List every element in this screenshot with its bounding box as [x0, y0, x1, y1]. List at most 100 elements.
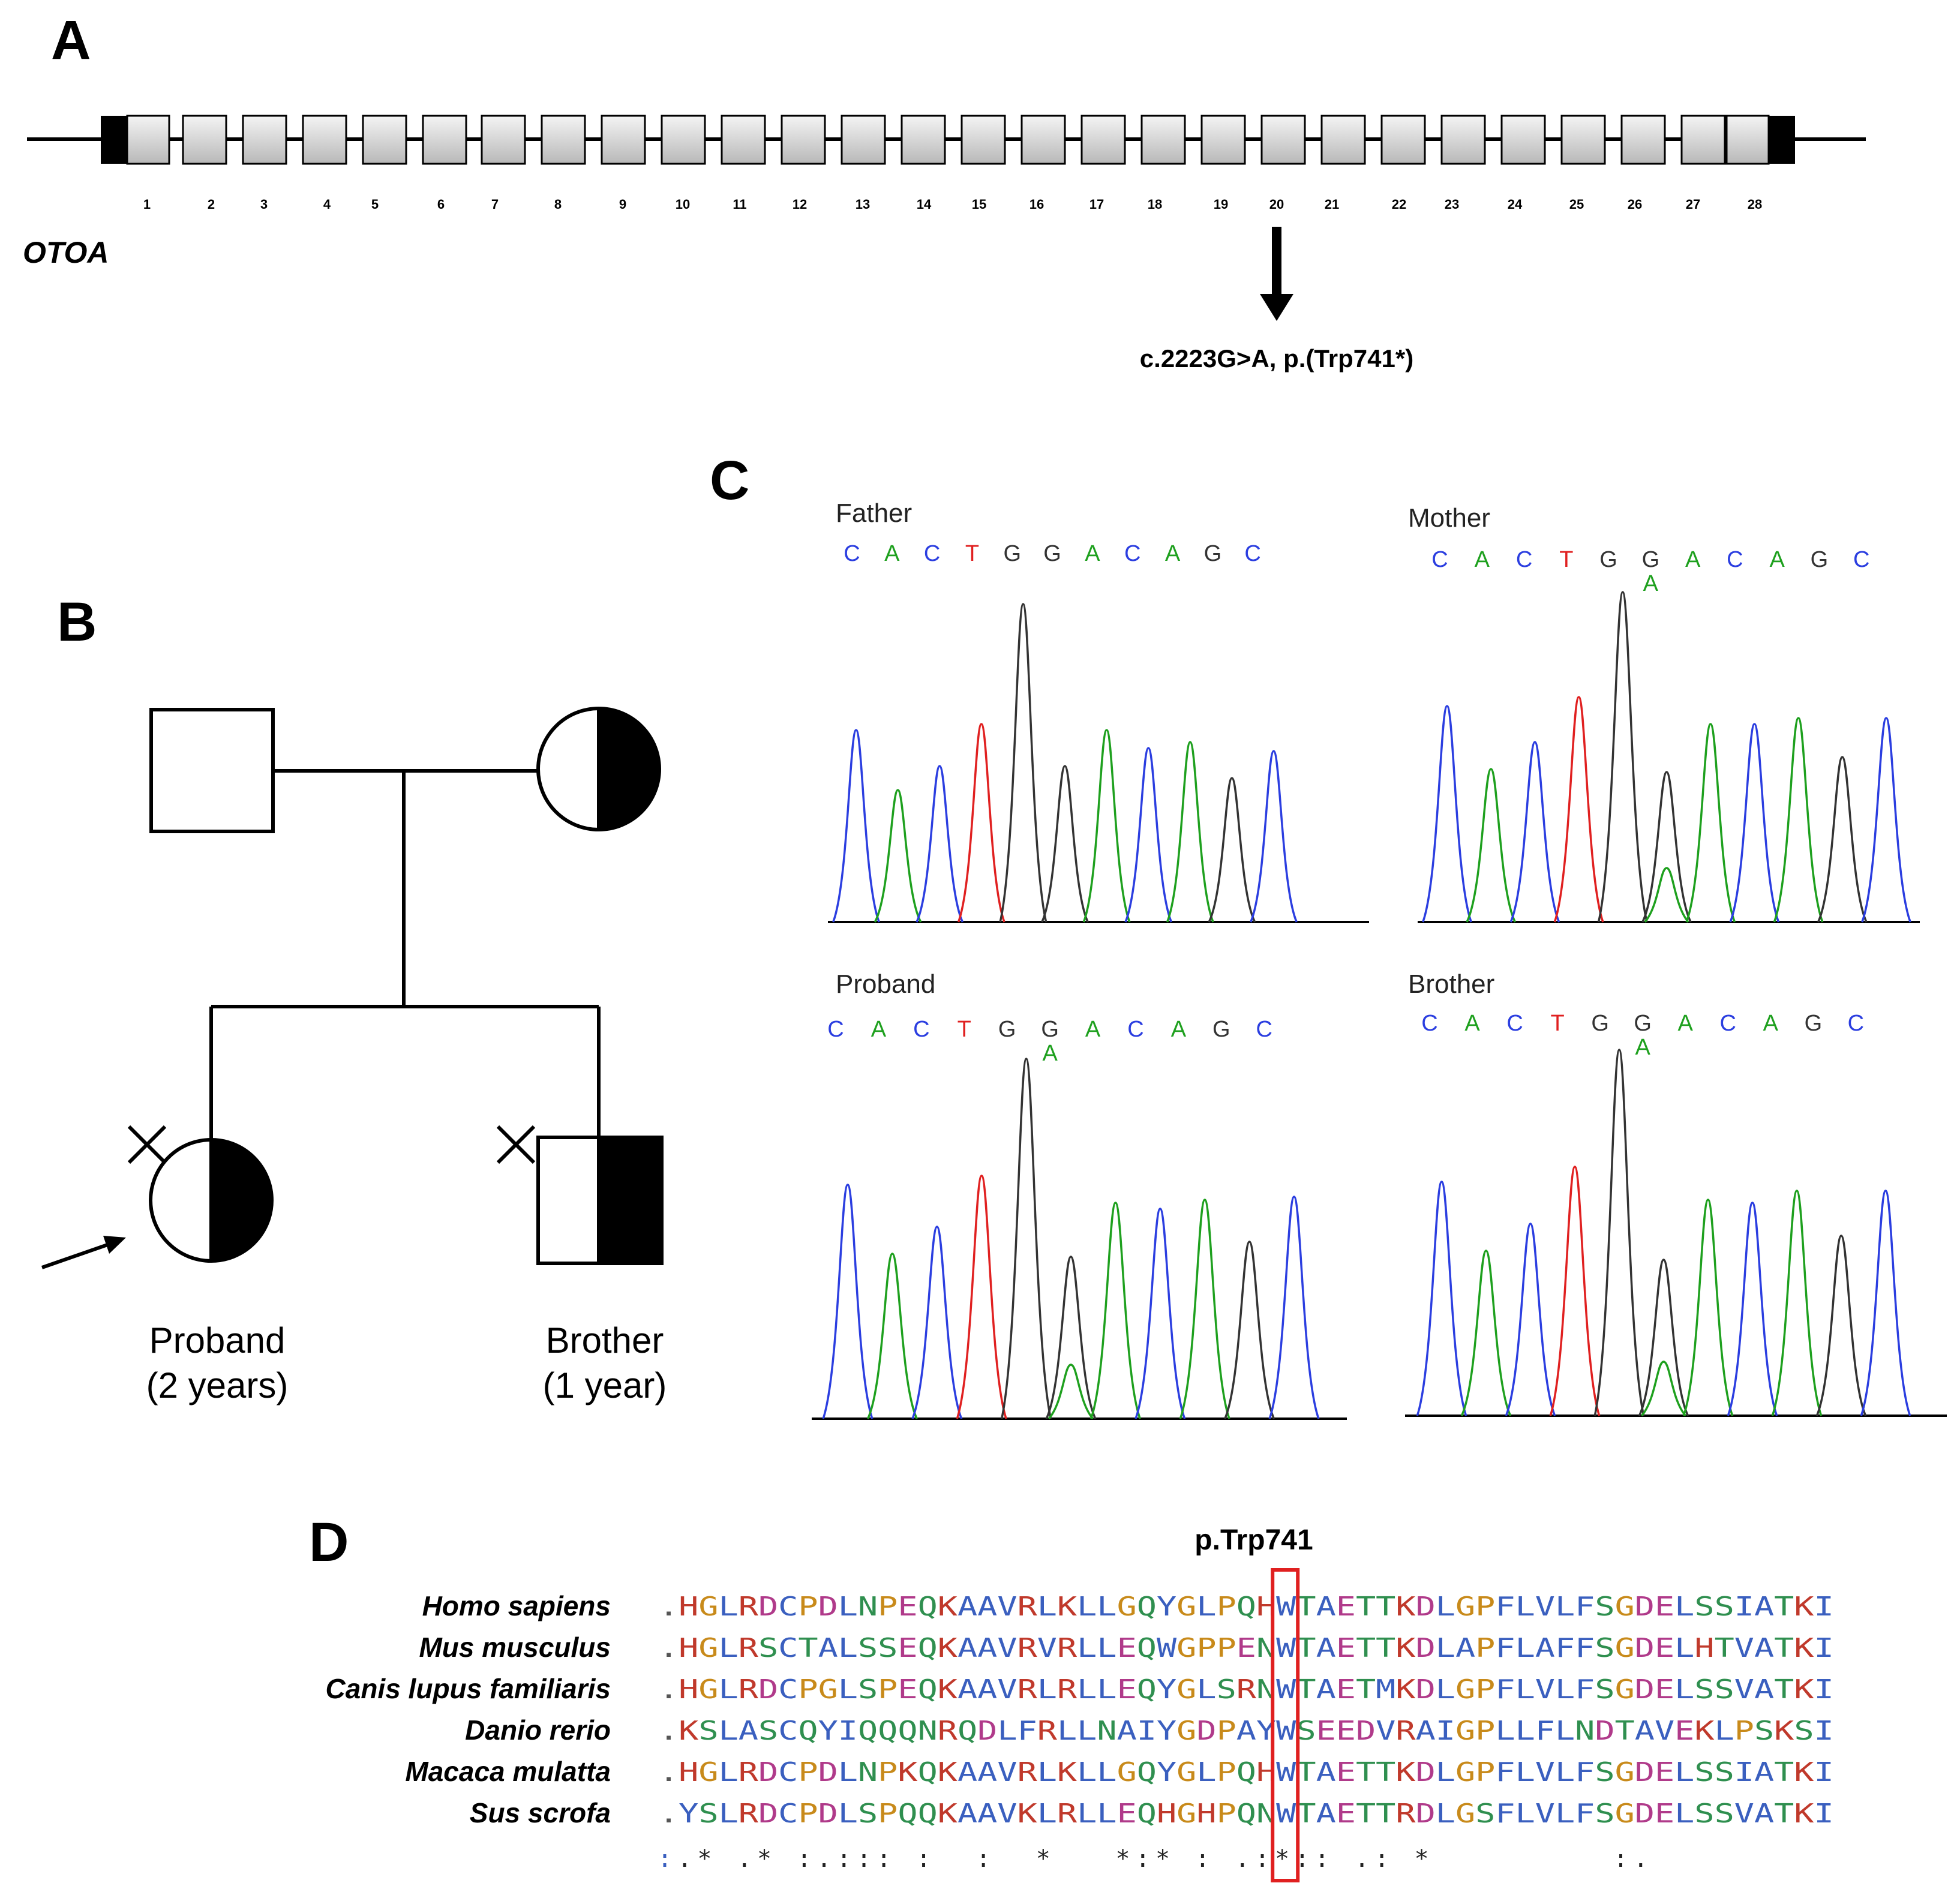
- exon-number: 25: [1569, 197, 1584, 212]
- exon-number: 24: [1508, 197, 1523, 212]
- peak-G: [1000, 1058, 1052, 1419]
- consensus-symbol: :: [1315, 1845, 1329, 1873]
- exon-box: [481, 115, 526, 165]
- exon-box: [1620, 115, 1666, 165]
- exon-box: [541, 115, 586, 165]
- het-base-call: A: [1643, 571, 1659, 596]
- peak-A: [1773, 717, 1824, 923]
- utr-5-block: [101, 116, 127, 164]
- exon-number: 11: [733, 197, 746, 212]
- peak-C: [1861, 717, 1911, 923]
- base-call: T: [1551, 1011, 1565, 1036]
- exon-box: [242, 115, 287, 165]
- exon-box: [1020, 115, 1066, 165]
- exon-box: [422, 115, 467, 165]
- peak-C: [1124, 747, 1173, 923]
- base-call: G: [1642, 547, 1660, 572]
- exon-number: 20: [1269, 197, 1284, 212]
- brother-age: (1 year): [543, 1365, 667, 1406]
- exon-box: [1680, 115, 1726, 165]
- het-peak: [1047, 1364, 1094, 1420]
- peak-G: [1817, 756, 1868, 923]
- base-call: A: [1464, 1011, 1480, 1036]
- base-call: G: [1599, 547, 1617, 572]
- peak-C: [1727, 1202, 1778, 1416]
- proband-symbol: [149, 1138, 274, 1263]
- panel-a-label: A: [51, 10, 91, 71]
- base-call: C: [1506, 1011, 1523, 1036]
- exon-number: 22: [1392, 197, 1406, 212]
- base-call: T: [1559, 547, 1573, 572]
- highlight-box: [1271, 1568, 1300, 1882]
- exon-box: [661, 115, 706, 165]
- peak-A: [866, 1253, 918, 1419]
- proband-arrowhead-icon: [103, 1236, 126, 1254]
- peak-G: [999, 603, 1047, 923]
- exon-number: 19: [1214, 197, 1228, 212]
- peak-C: [1134, 1208, 1186, 1419]
- base-call: C: [913, 1017, 929, 1042]
- brother-x-mark-icon: [496, 1125, 536, 1164]
- consensus-symbol: :: [976, 1845, 990, 1873]
- peak-A: [1466, 768, 1517, 923]
- base-call: G: [1811, 547, 1829, 572]
- species-name: Sus scrofa: [470, 1797, 611, 1828]
- exon-box: [362, 115, 407, 165]
- panel-c-label: C: [710, 450, 749, 511]
- peak-G: [1815, 1235, 1867, 1416]
- consensus-symbol: *: [1036, 1845, 1050, 1873]
- exon-number: 28: [1748, 197, 1762, 212]
- consensus-symbol: :: [857, 1845, 871, 1873]
- consensus-symbol: :: [797, 1845, 811, 1873]
- proband-label: Proband: [149, 1320, 286, 1361]
- consensus-symbol: :: [1255, 1845, 1269, 1873]
- base-call: G: [1591, 1011, 1609, 1036]
- exon-box: [1560, 115, 1606, 165]
- peak-A: [1682, 1199, 1734, 1416]
- peak-A: [1089, 1202, 1141, 1419]
- consensus-symbol: :: [1614, 1845, 1628, 1873]
- peak-C: [1505, 1223, 1556, 1416]
- exon-number: 1: [143, 197, 151, 212]
- consensus-symbol: :: [837, 1845, 851, 1873]
- base-call: T: [965, 541, 979, 566]
- trace-name: Father: [836, 498, 912, 528]
- base-call: C: [1124, 541, 1140, 566]
- base-call: A: [1171, 1017, 1187, 1042]
- base-call: C: [827, 1017, 844, 1042]
- peak-G: [1638, 1259, 1689, 1416]
- exon-box: [126, 115, 170, 165]
- base-call: A: [1685, 547, 1701, 572]
- exon-box: [1380, 115, 1426, 165]
- proband-age: (2 years): [146, 1365, 289, 1406]
- consensus-symbol: :: [877, 1845, 891, 1873]
- peak-T: [957, 723, 1005, 923]
- exon-box: [601, 115, 646, 165]
- consensus-symbol: .: [737, 1845, 752, 1873]
- peak-C: [1860, 1190, 1911, 1416]
- base-call: G: [1805, 1011, 1823, 1036]
- utr-3-block: [1769, 116, 1795, 164]
- exon-number: 6: [437, 197, 445, 212]
- species-name: Mus musculus: [419, 1632, 611, 1663]
- base-call: C: [1431, 547, 1448, 572]
- consensus-symbol: .: [677, 1845, 692, 1873]
- consensus-symbol: *: [1415, 1845, 1429, 1873]
- base-call: C: [1244, 541, 1260, 566]
- exon-number: 13: [856, 197, 870, 212]
- exon-box: [961, 115, 1006, 165]
- exon-box: [1260, 115, 1306, 165]
- base-call: A: [871, 1017, 887, 1042]
- exon-box: [1500, 115, 1546, 165]
- peak-G: [1593, 1049, 1645, 1416]
- peak-A: [1179, 1199, 1230, 1419]
- exon-number: 23: [1445, 197, 1459, 212]
- base-call: C: [1848, 1011, 1864, 1036]
- exon-box: [841, 115, 886, 165]
- mother-symbol: [536, 707, 661, 831]
